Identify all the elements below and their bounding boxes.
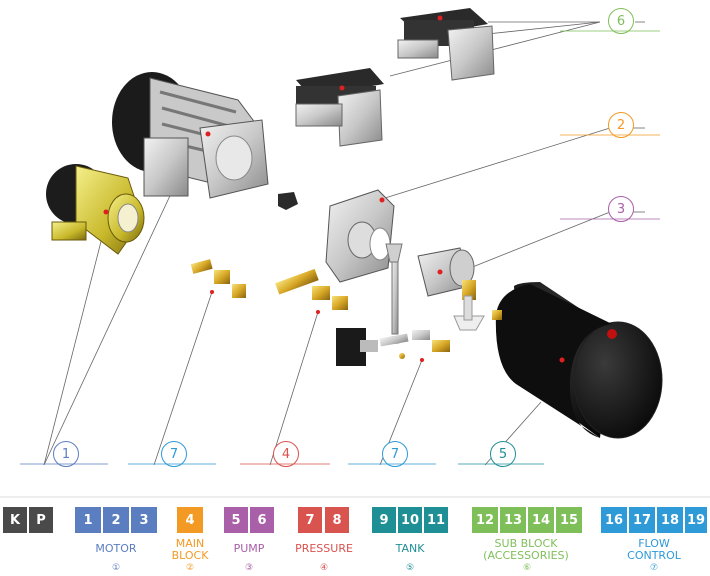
cell-label: 6 bbox=[257, 512, 267, 528]
tank-number: ⑤ bbox=[405, 563, 415, 573]
flow-control-cell-16: 16 bbox=[601, 507, 627, 533]
cell-label: 10 bbox=[400, 512, 420, 528]
cell-label: 5 bbox=[231, 512, 241, 528]
cell-label: 3 bbox=[139, 512, 149, 528]
main-block-number: ② bbox=[185, 563, 195, 573]
tank-label: TANK bbox=[395, 542, 425, 555]
pump-number: ③ bbox=[244, 563, 254, 573]
pump-cell-5: 5 bbox=[224, 507, 248, 533]
pump-cell-6: 6 bbox=[250, 507, 274, 533]
callout-label: 7 bbox=[169, 446, 179, 462]
callout-main-block: 2 bbox=[608, 112, 634, 138]
cell-label: 12 bbox=[475, 512, 495, 528]
sub-block-cell-15: 15 bbox=[556, 507, 582, 533]
callout-label: 1 bbox=[61, 446, 71, 462]
sub-block-number: ⑥ bbox=[522, 563, 532, 573]
cell-label: 19 bbox=[686, 512, 706, 528]
main-block-label: MAIN BLOCK bbox=[171, 537, 209, 562]
callout-label: 3 bbox=[616, 201, 626, 217]
flow-control-cell-18: 18 bbox=[657, 507, 683, 533]
motor-cell-1: 1 bbox=[75, 507, 101, 533]
cell-label: 9 bbox=[379, 512, 389, 528]
motor-number: ① bbox=[111, 563, 121, 573]
callout-label: 5 bbox=[498, 446, 508, 462]
cell-label: 14 bbox=[531, 512, 551, 528]
tank-cell-9: 9 bbox=[372, 507, 396, 533]
pressure-label: PRESSURE bbox=[295, 542, 353, 555]
code-p-label: P bbox=[36, 512, 46, 528]
tank-cell-11: 11 bbox=[424, 507, 448, 533]
sub-block-cell-12: 12 bbox=[472, 507, 498, 533]
code-letter-k: K bbox=[3, 507, 27, 533]
motor-cell-3: 3 bbox=[131, 507, 157, 533]
cell-label: 17 bbox=[632, 512, 652, 528]
callout-label: 7 bbox=[390, 446, 400, 462]
sub-block-cell-13: 13 bbox=[500, 507, 526, 533]
pressure-number: ④ bbox=[319, 563, 329, 573]
callout-flow-control-left: 7 bbox=[161, 441, 187, 467]
motor-cell-2: 2 bbox=[103, 507, 129, 533]
cell-label: 16 bbox=[604, 512, 624, 528]
cell-label: 15 bbox=[559, 512, 579, 528]
callout-tank: 5 bbox=[490, 441, 516, 467]
flow-control-label: FLOW CONTROL bbox=[627, 537, 681, 562]
pressure-cell-7: 7 bbox=[298, 507, 322, 533]
cell-label: 8 bbox=[332, 512, 342, 528]
code-letter-p: P bbox=[29, 507, 53, 533]
callout-label: 2 bbox=[616, 117, 626, 133]
callout-pump: 3 bbox=[608, 196, 634, 222]
pump-label: PUMP bbox=[233, 542, 265, 555]
code-k-label: K bbox=[9, 512, 21, 528]
cell-label: 18 bbox=[660, 512, 680, 528]
callout-flow-control-right: 7 bbox=[382, 441, 408, 467]
flow-control-cell-17: 17 bbox=[629, 507, 655, 533]
callout-sub-block: 6 bbox=[608, 8, 634, 34]
tank-cell-10: 10 bbox=[398, 507, 422, 533]
cell-label: 1 bbox=[83, 512, 93, 528]
callout-motor: 1 bbox=[53, 441, 79, 467]
sub-block-cell-14: 14 bbox=[528, 507, 554, 533]
flow-control-number: ⑦ bbox=[649, 563, 659, 573]
cell-label: 7 bbox=[305, 512, 315, 528]
callout-label: 6 bbox=[616, 13, 626, 29]
motor-label: MOTOR bbox=[95, 542, 137, 555]
callout-pressure: 4 bbox=[273, 441, 299, 467]
flow-control-cell-19: 19 bbox=[685, 507, 707, 533]
main-block-cell-4: 4 bbox=[177, 507, 203, 533]
cell-label: 2 bbox=[111, 512, 121, 528]
cell-label: 13 bbox=[503, 512, 523, 528]
pressure-cell-8: 8 bbox=[325, 507, 349, 533]
cell-label: 11 bbox=[426, 512, 446, 528]
sub-block-label: SUB BLOCK (ACCESSORIES) bbox=[483, 537, 569, 562]
cell-label: 4 bbox=[185, 512, 195, 528]
callout-label: 4 bbox=[281, 446, 291, 462]
